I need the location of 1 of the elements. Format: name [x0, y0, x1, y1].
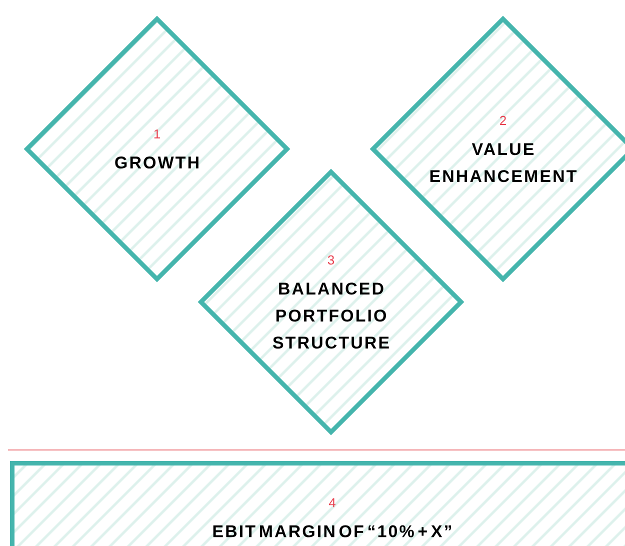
banner-box: 4 EBIT MARGIN OF “10% + X”: [10, 461, 625, 546]
